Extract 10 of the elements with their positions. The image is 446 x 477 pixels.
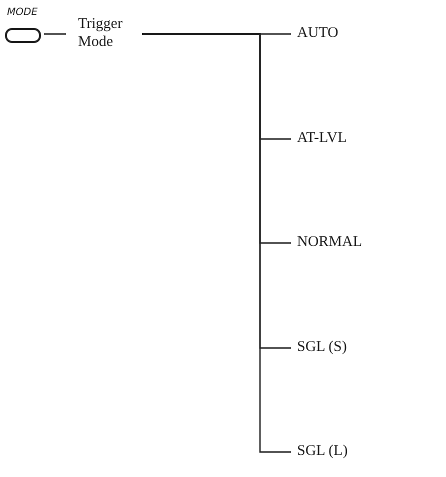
menu-title: Trigger Mode [78, 15, 124, 51]
key-label: MODE [7, 6, 38, 20]
menu-option: SGL (S) [297, 338, 361, 356]
menu-option: AT-LVL [297, 129, 357, 147]
connector-line [142, 33, 291, 453]
menu-option: SGL (L) [297, 442, 361, 460]
mode-key [5, 6, 41, 41]
menu-option: AUTO [297, 24, 357, 42]
menu-option: NORMAL [297, 233, 367, 251]
connector-line [44, 33, 66, 35]
